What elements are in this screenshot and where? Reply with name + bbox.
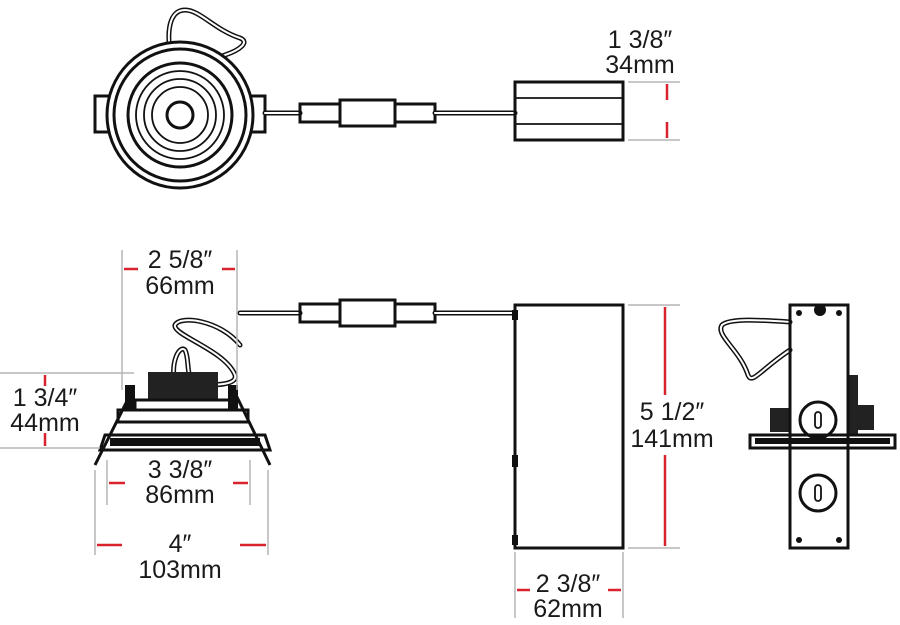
fixture-height-inches: 1 3/4″ [13,384,78,412]
trim-diameter-mm: 103mm [138,556,221,584]
side-view-fixture [93,317,273,466]
driver-width-mm: 62mm [533,595,602,623]
fixture-height-mm: 44mm [10,409,79,437]
side-view-connector [237,298,518,328]
end-view-fixture [718,303,897,550]
housing-width-dimension: 2 5/8″ 66mm [121,246,238,390]
driver-height-inches: 1 3/8″ [608,26,673,54]
driver-width-dimension: 2 3/8″ 62mm [514,552,624,623]
driver-length-mm: 141mm [630,425,713,453]
cutout-inches: 3 3/8″ [148,456,213,484]
driver-width-inches: 2 3/8″ [536,570,601,598]
trim-diameter-inches: 4″ [169,530,192,558]
trim-diameter-dimension: 4″ 103mm [94,470,269,584]
top-view-connector [262,98,518,128]
driver-length-inches: 5 1/2″ [640,398,705,426]
driver-height-dimension: 1 3/8″ 34mm [605,26,680,141]
driver-height-mm: 34mm [605,51,674,79]
cutout-mm: 86mm [145,481,214,509]
housing-width-mm: 66mm [145,272,214,300]
top-view-driver [513,80,625,142]
side-view-driver [512,303,625,550]
top-view-fixture [93,7,267,190]
fixture-height-dimension: 1 3/4″ 44mm [0,372,134,449]
housing-width-inches: 2 5/8″ [148,246,213,274]
cutout-dimension: 3 3/8″ 86mm [106,456,251,509]
driver-length-dimension: 5 1/2″ 141mm [628,304,714,549]
